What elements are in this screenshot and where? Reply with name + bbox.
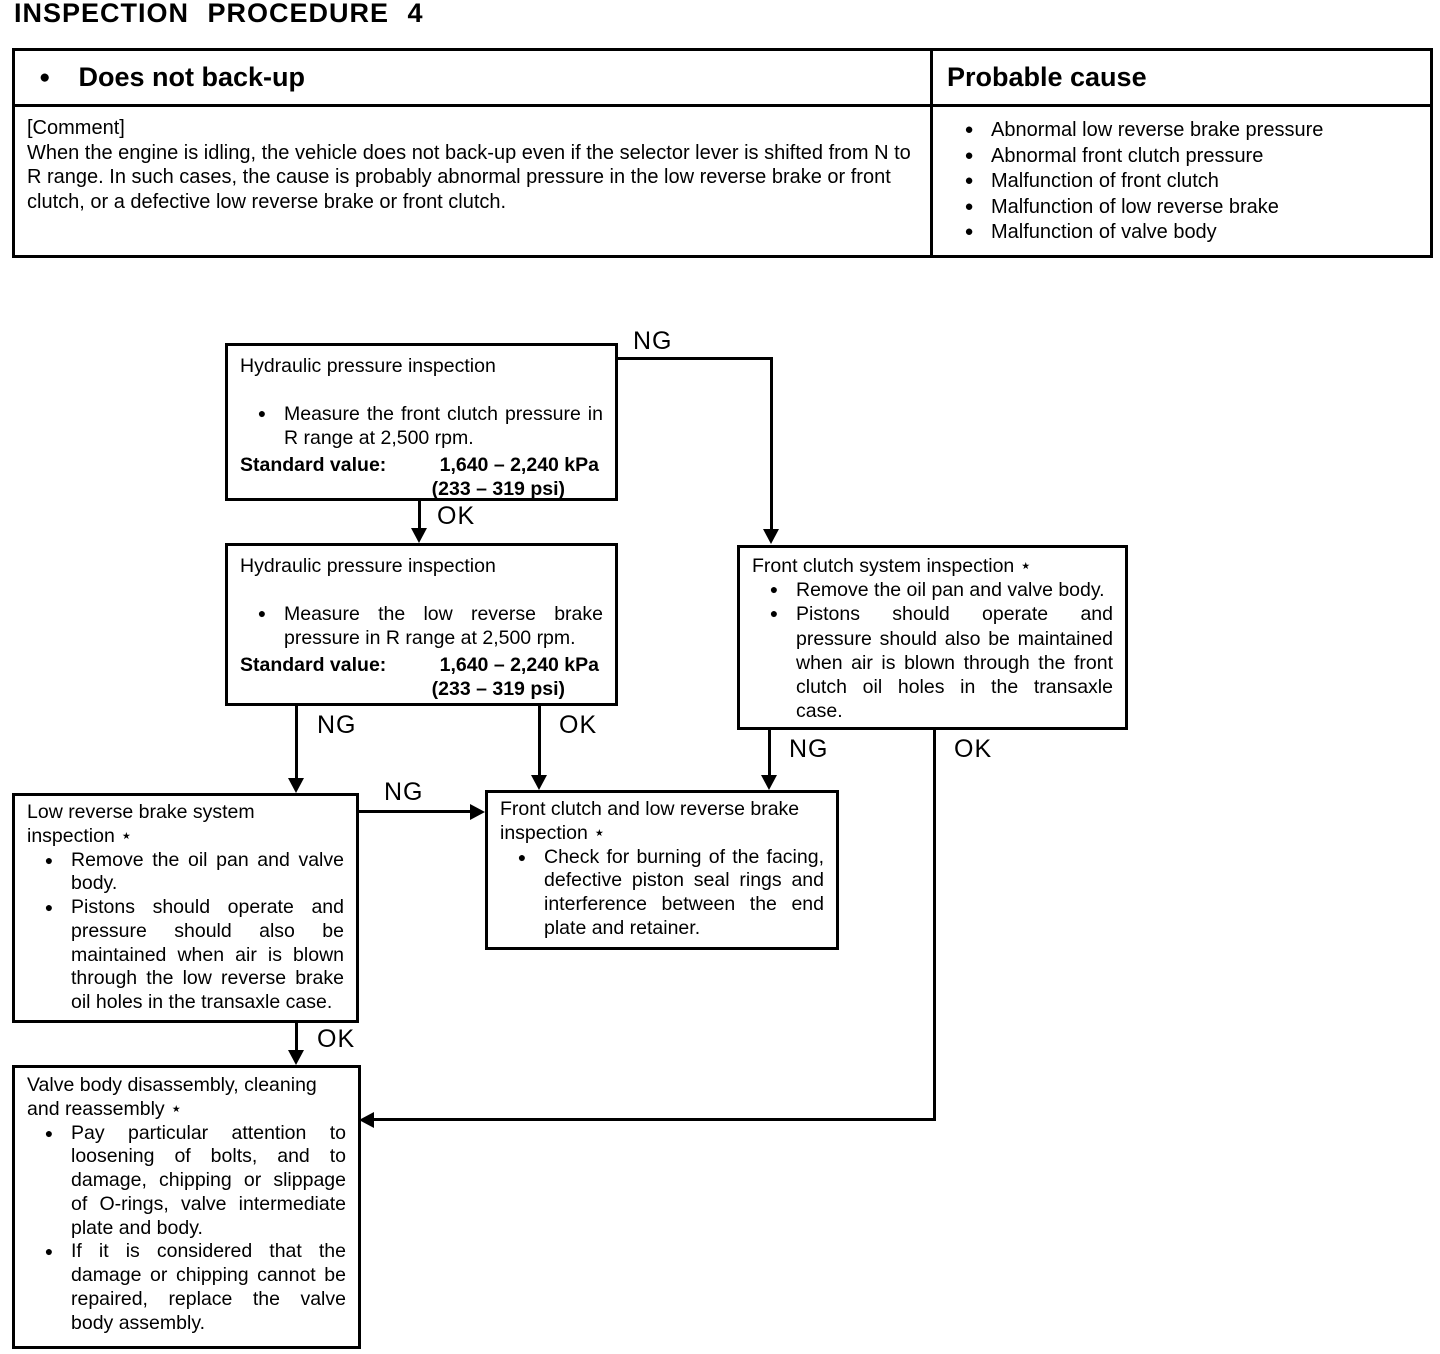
box-title: Hydraulic pressure inspection — [240, 555, 496, 577]
connector-line — [615, 357, 773, 360]
list-item: ● Malfunction of low reverse brake — [947, 195, 1422, 220]
cause-text: Abnormal front clutch pressure — [991, 144, 1264, 167]
list-item: ● Measure the front clutch pressure in R… — [240, 402, 603, 450]
probable-cause-header-cell: Probable cause — [933, 51, 1430, 107]
standard-value-kpa: 1,640 – 2,240 kPa — [439, 653, 599, 676]
bullet-icon: ● — [257, 605, 267, 622]
arrowhead-down-icon — [411, 528, 427, 543]
bullet-icon: ● — [517, 848, 527, 865]
arrowhead-down-icon — [531, 775, 547, 790]
connector-line — [359, 810, 473, 813]
bullet-text: Remove the oil pan and valve body. — [796, 579, 1105, 602]
bullet-icon: ● — [769, 581, 779, 598]
symptom-cause-table: ● Does not back-up Probable cause [Comme… — [12, 48, 1433, 258]
list-item: ● Malfunction of front clutch — [947, 169, 1422, 194]
bullet-icon: ● — [257, 405, 267, 422]
cause-text: Malfunction of front clutch — [991, 170, 1219, 193]
probable-cause-list: ● Abnormal low reverse brake pressure ● … — [933, 107, 1430, 255]
ok-label: OK — [951, 735, 996, 764]
arrowhead-down-icon — [761, 775, 777, 790]
bullet-text: Remove the oil pan and valve body. — [71, 848, 344, 895]
list-item: ● Pistons should operate and pressure sh… — [752, 602, 1113, 723]
connector-line — [295, 1023, 298, 1052]
ng-label: NG — [630, 327, 676, 356]
bullet-icon: ● — [964, 197, 974, 215]
bullet-icon: ● — [964, 146, 974, 164]
bullet-icon: ● — [39, 66, 51, 88]
list-item: ● Check for burning of the facing, defec… — [500, 846, 824, 941]
arrowhead-down-icon — [288, 778, 304, 793]
cause-text: Malfunction of valve body — [991, 221, 1217, 244]
probable-cause-header: Probable cause — [947, 62, 1147, 92]
standard-value-label: Standard value: — [240, 453, 387, 476]
ok-label: OK — [556, 711, 601, 740]
bullet-text: Measure the low reverse brake pressure i… — [284, 603, 603, 650]
bullet-icon: ● — [44, 899, 54, 916]
ng-label: NG — [381, 778, 427, 807]
page-title: INSPECTION PROCEDURE 4 — [14, 0, 424, 28]
standard-value-kpa: 1,640 – 2,240 kPa — [439, 453, 599, 476]
flow-box-low-reverse-brake-system: Low reverse brake system inspection ⋆ ● … — [12, 793, 359, 1023]
list-item: ● Malfunction of valve body — [947, 220, 1422, 245]
cause-text: Malfunction of low reverse brake — [991, 195, 1279, 218]
bullet-icon: ● — [44, 1124, 54, 1141]
flow-box-hydraulic-front-clutch: Hydraulic pressure inspection ● Measure … — [225, 343, 618, 501]
cause-text: Abnormal low reverse brake pressure — [991, 119, 1324, 141]
standard-value-psi: (233 – 319 psi) — [431, 677, 565, 700]
flow-box-valve-body: Valve body disassembly, cleaning and rea… — [12, 1065, 361, 1349]
ok-label: OK — [434, 502, 479, 531]
ng-label: NG — [314, 711, 360, 740]
bullet-text: Pistons should operate and pressure shou… — [71, 896, 344, 1014]
flow-box-front-clutch-low-reverse-inspection: Front clutch and low reverse brake inspe… — [485, 790, 839, 950]
symptom-header-cell: ● Does not back-up — [15, 51, 933, 107]
bullet-text: Measure the front clutch pressure in R r… — [284, 403, 603, 450]
box-title: Hydraulic pressure inspection — [240, 355, 496, 377]
arrowhead-down-icon — [288, 1050, 304, 1065]
standard-value-psi: (233 – 319 psi) — [431, 477, 565, 500]
box-title: Valve body disassembly, cleaning and rea… — [27, 1074, 317, 1120]
bullet-icon: ● — [44, 1243, 54, 1260]
standard-value-label: Standard value: — [240, 653, 387, 676]
flow-box-hydraulic-low-reverse: Hydraulic pressure inspection ● Measure … — [225, 543, 618, 706]
list-item: ● Pay particular attention to loosening … — [27, 1122, 346, 1241]
list-item: ● Remove the oil pan and valve body. — [752, 578, 1113, 602]
list-item: ● Measure the low reverse brake pressure… — [240, 602, 603, 650]
ng-label: NG — [786, 735, 832, 764]
comment-cell: [Comment] When the engine is idling, the… — [15, 107, 933, 255]
comment-text: When the engine is idling, the vehicle d… — [27, 141, 911, 213]
connector-line — [372, 1118, 936, 1121]
bullet-text: Pistons should operate and pressure shou… — [796, 603, 1113, 723]
standard-value-row: Standard value: 1,640 – 2,240 kPa — [240, 453, 603, 477]
connector-line — [418, 500, 421, 531]
connector-line — [295, 706, 298, 780]
flow-box-front-clutch-system: Front clutch system inspection ⋆ ● Remov… — [737, 545, 1128, 730]
standard-value-row: Standard value: 1,640 – 2,240 kPa — [240, 653, 603, 677]
list-item: ● If it is considered that the damage or… — [27, 1240, 346, 1335]
bullet-icon: ● — [964, 121, 974, 138]
bullet-icon: ● — [44, 851, 54, 868]
list-item: ● Remove the oil pan and valve body. — [27, 849, 344, 897]
connector-line — [770, 357, 773, 531]
bullet-text: If it is considered that the damage or c… — [71, 1240, 346, 1334]
list-item: ● Pistons should operate and pressure sh… — [27, 896, 344, 1015]
symptom-header: Does not back-up — [78, 62, 306, 92]
box-title: Front clutch system inspection ⋆ — [752, 555, 1032, 577]
bullet-text: Check for burning of the facing, defecti… — [544, 845, 824, 939]
bullet-icon: ● — [964, 172, 974, 190]
list-item: ● Abnormal front clutch pressure — [947, 144, 1422, 169]
connector-line — [768, 730, 771, 777]
connector-line — [538, 706, 541, 777]
arrowhead-right-icon — [470, 804, 485, 820]
box-title: Low reverse brake system inspection ⋆ — [27, 801, 255, 847]
bullet-text: Pay particular attention to loosening of… — [71, 1121, 346, 1239]
list-item: ● Abnormal low reverse brake pressure — [947, 118, 1422, 143]
box-title: Front clutch and low reverse brake inspe… — [500, 798, 800, 844]
bullet-icon: ● — [964, 223, 974, 241]
ok-label: OK — [314, 1025, 359, 1054]
comment-label: [Comment] — [27, 117, 125, 139]
arrowhead-down-icon — [763, 529, 779, 544]
connector-line — [933, 730, 936, 1121]
bullet-icon: ● — [769, 605, 779, 622]
arrowhead-left-icon — [359, 1112, 374, 1128]
